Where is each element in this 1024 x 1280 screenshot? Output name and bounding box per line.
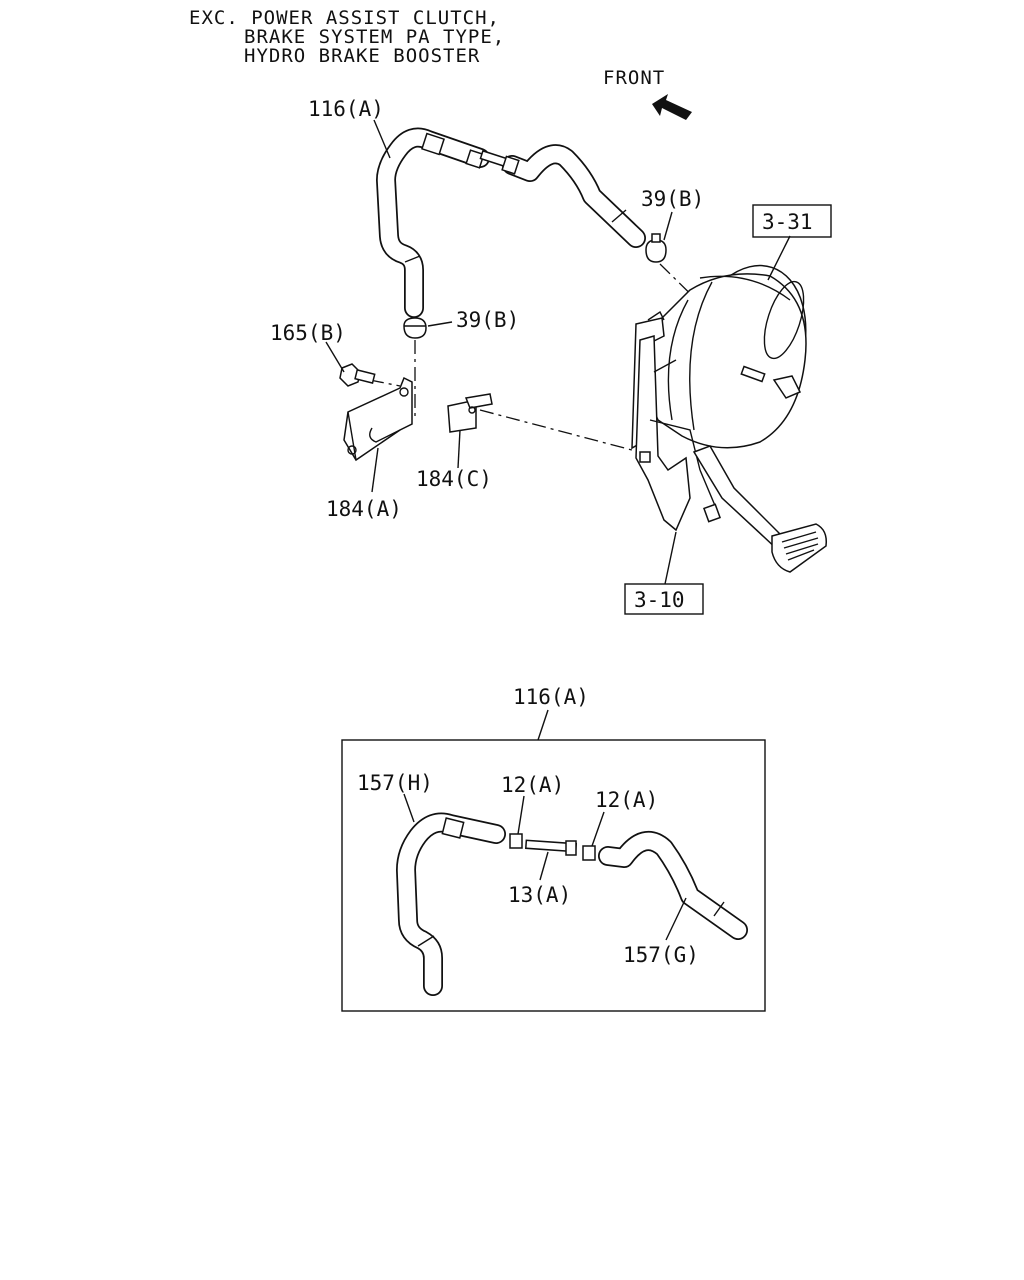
hose-157g	[598, 831, 748, 940]
callout-bracket-c: 184(C)	[416, 467, 492, 491]
hose-157h	[396, 812, 506, 996]
callout-bracket-a: 184(A)	[326, 497, 402, 521]
booster-pedal-assembly	[631, 264, 828, 573]
union-left	[509, 833, 523, 849]
detail-view: 116(A) 157(H) 12(A)	[341, 685, 766, 1012]
callout-hose-assembly: 116(A)	[308, 97, 384, 121]
callout-joint: 13(A)	[508, 883, 571, 907]
callout-clip-upper: 39(B)	[641, 187, 704, 211]
ref-booster: 3-31	[752, 204, 832, 238]
callout-bolt: 165(B)	[270, 321, 346, 345]
bracket-184c	[447, 393, 493, 433]
front-label: FRONT	[603, 67, 665, 89]
clip-upper	[645, 233, 667, 263]
header-line-3: HYDRO BRAKE BOOSTER	[244, 45, 480, 67]
detail-title: 116(A)	[513, 685, 589, 709]
front-indicator: FRONT	[603, 67, 692, 120]
leaders-main	[325, 119, 791, 585]
detail-frame	[341, 739, 766, 1012]
ref-booster-label: 3-31	[762, 210, 813, 234]
callout-union-left: 12(A)	[501, 773, 564, 797]
joint-13a	[524, 839, 578, 856]
header-line-1: EXC. POWER ASSIST CLUTCH,	[189, 7, 500, 29]
front-arrow-icon	[652, 94, 692, 120]
ref-pedal: 3-10	[624, 583, 704, 615]
callout-union-right: 12(A)	[595, 788, 658, 812]
bracket-184a	[343, 376, 413, 462]
callout-clip-lower: 39(B)	[456, 308, 519, 332]
hose-assembly-main	[376, 127, 646, 318]
callout-hose-g: 157(G)	[623, 943, 699, 967]
bolt-165b	[339, 363, 376, 387]
ref-pedal-label: 3-10	[634, 588, 685, 612]
header-line-2: BRAKE SYSTEM PA TYPE,	[244, 26, 505, 48]
union-right	[582, 845, 596, 861]
clip-lower	[403, 317, 427, 339]
header-note: EXC. POWER ASSIST CLUTCH, BRAKE SYSTEM P…	[189, 7, 505, 67]
callout-hose-h: 157(H)	[357, 771, 433, 795]
